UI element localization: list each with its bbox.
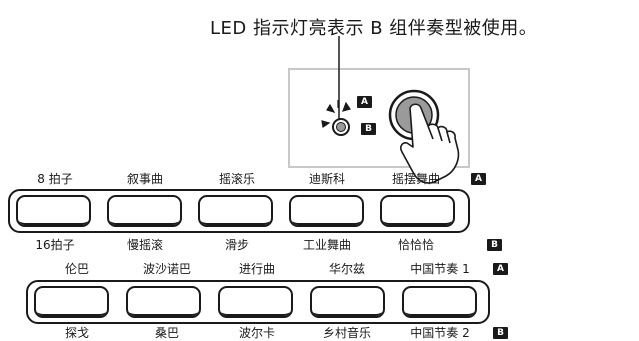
caption-text: LED 指示灯亮表示 B 组伴奏型被使用。: [210, 18, 538, 39]
row2-top-label-2: 波沙诺巴: [142, 262, 191, 276]
badge-a-inset: A: [357, 96, 372, 108]
row1-bottom-label-5: 恰恰恰: [397, 238, 434, 252]
row2-top-label-4: 华尔兹: [328, 262, 365, 276]
row1-top-label-3: 摇滚乐: [218, 172, 255, 186]
led-indicator-icon: [332, 118, 350, 136]
badge-a-row2: A: [493, 263, 508, 275]
row2-top-label-5: 中国节奏 1: [410, 262, 470, 276]
row1-key-1[interactable]: [16, 195, 91, 227]
row1-key-3[interactable]: [198, 195, 273, 227]
badge-b-row2: B: [493, 327, 508, 339]
badge-a-row1: A: [471, 173, 486, 185]
row2-bottom-label-5: 中国节奏 2: [410, 326, 470, 340]
row2-bottom-label-3: 波尔卡: [238, 326, 275, 340]
row2-bottom-label-1: 探戈: [64, 326, 89, 340]
row1-bottom-label-1: 16拍子: [35, 238, 75, 252]
row1-key-5[interactable]: [380, 195, 455, 227]
row1-bottom-label-2: 慢摇滚: [126, 238, 163, 252]
row2-key-3[interactable]: [218, 286, 293, 318]
row2-key-2[interactable]: [126, 286, 201, 318]
row1-top-label-2: 叙事曲: [126, 172, 163, 186]
row2-top-label-1: 伦巴: [64, 262, 89, 276]
row1-key-2[interactable]: [107, 195, 182, 227]
row1-top-label-5: 摇摆舞曲: [391, 172, 440, 186]
row1-bottom-label-4: 工业舞曲: [302, 238, 351, 252]
row1-top-label-1: 8 拍子: [37, 172, 73, 186]
led-rays-icon: [321, 100, 351, 129]
badge-b-row1: B: [487, 239, 502, 251]
row1-key-4[interactable]: [289, 195, 364, 227]
badge-b-inset: B: [361, 123, 376, 135]
row2-key-5[interactable]: [402, 286, 477, 318]
row2-top-label-3: 进行曲: [238, 262, 275, 276]
row2-bottom-label-4: 乡村音乐: [322, 326, 371, 340]
row2-key-1[interactable]: [34, 286, 109, 318]
row1-bottom-label-3: 滑步: [224, 238, 249, 252]
row1-top-label-4: 迪斯科: [308, 172, 345, 186]
hand-pointer-icon: [400, 103, 460, 184]
row2-key-4[interactable]: [310, 286, 385, 318]
row2-bottom-label-2: 桑巴: [154, 326, 179, 340]
